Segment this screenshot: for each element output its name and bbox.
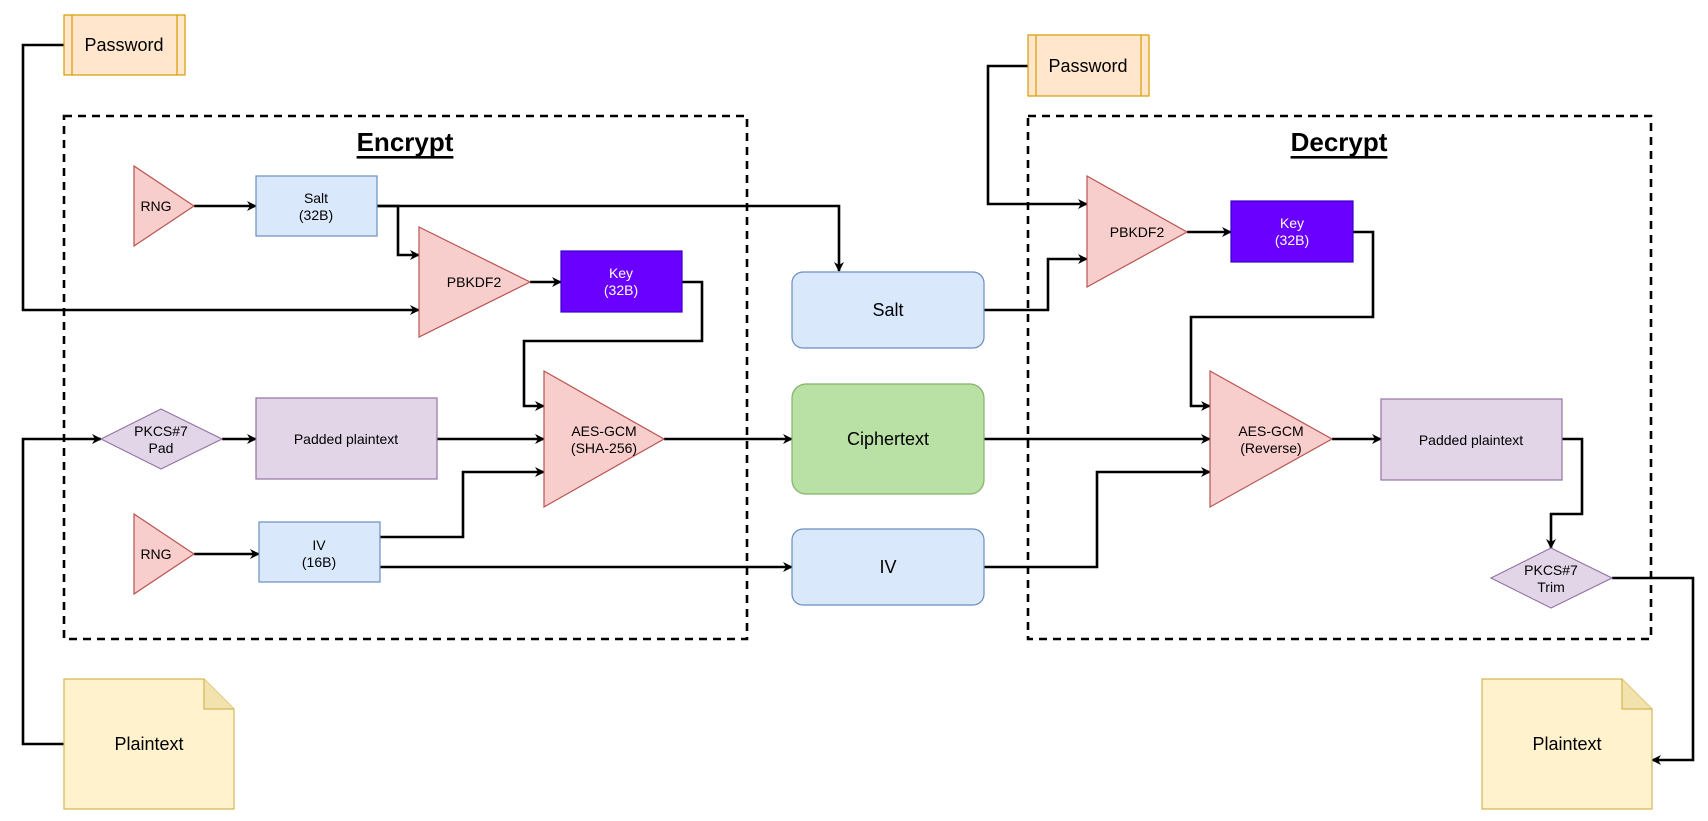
svg-text:(SHA-256): (SHA-256) — [571, 440, 637, 456]
iv-output-node: IV — [791, 528, 985, 606]
password-node-encrypt: Password — [63, 14, 186, 76]
key-node-decrypt: Key (32B) — [1230, 200, 1354, 263]
svg-text:Key: Key — [609, 265, 633, 281]
ciphertext-output-node: Ciphertext — [791, 383, 985, 495]
svg-text:PBKDF2: PBKDF2 — [447, 274, 502, 290]
svg-text:(16B): (16B) — [302, 554, 336, 570]
edge-key-to-aes — [522, 280, 704, 411]
decrypt-group — [1026, 114, 1653, 641]
svg-text:Pad: Pad — [149, 440, 174, 456]
edge-plaintext-to-pad — [21, 434, 102, 746]
edge-salt-to-output-salt — [377, 204, 844, 272]
edge-key-to-aes-decrypt — [1189, 230, 1375, 411]
pkcs7-pad-node: PKCS#7 Pad — [99, 408, 224, 470]
svg-text:Password: Password — [1048, 56, 1127, 76]
svg-text:(Reverse): (Reverse) — [1240, 440, 1301, 456]
svg-text:Padded plaintext: Padded plaintext — [1419, 432, 1523, 448]
password-node-decrypt: Password — [1027, 34, 1150, 97]
encrypt-title: Encrypt — [357, 127, 454, 157]
iv-node-encrypt: IV (16B) — [258, 521, 381, 583]
svg-text:RNG: RNG — [140, 546, 171, 562]
rng-node-iv: RNG — [133, 512, 196, 596]
svg-text:IV: IV — [879, 557, 896, 577]
decrypt-title: Decrypt — [1291, 127, 1388, 157]
svg-text:(32B): (32B) — [299, 207, 333, 223]
pbkdf2-node-encrypt: PBKDF2 — [418, 226, 532, 338]
svg-text:Key: Key — [1280, 215, 1304, 231]
svg-text:IV: IV — [312, 537, 326, 553]
svg-text:Padded plaintext: Padded plaintext — [294, 431, 398, 447]
padded-plaintext-node-encrypt: Padded plaintext — [255, 397, 438, 480]
svg-text:Salt: Salt — [304, 190, 328, 206]
edge-trim-to-plaintext — [1612, 576, 1695, 765]
encrypt-group — [62, 114, 749, 641]
edge-iv-to-aes — [380, 467, 545, 539]
svg-text:PKCS#7: PKCS#7 — [1524, 562, 1578, 578]
svg-text:PKCS#7: PKCS#7 — [134, 423, 188, 439]
svg-text:AES-GCM: AES-GCM — [571, 423, 636, 439]
edge-password-to-pbkdf2 — [21, 43, 420, 315]
edge-padded-to-trim — [1546, 437, 1584, 549]
svg-text:Plaintext: Plaintext — [1532, 734, 1601, 754]
edge-salt-to-pbkdf2 — [377, 204, 420, 260]
rng-node-salt: RNG — [133, 164, 196, 248]
svg-text:(32B): (32B) — [1275, 232, 1309, 248]
plaintext-note-decrypt: Plaintext — [1481, 678, 1653, 810]
padded-plaintext-node-decrypt: Padded plaintext — [1380, 398, 1563, 481]
edge-iv-to-aes-decrypt — [984, 467, 1211, 569]
pkcs7-trim-node: PKCS#7 Trim — [1489, 547, 1614, 609]
svg-text:Ciphertext: Ciphertext — [847, 429, 929, 449]
salt-output-node: Salt — [791, 271, 985, 349]
svg-text:RNG: RNG — [140, 198, 171, 214]
pbkdf2-node-decrypt: PBKDF2 — [1086, 174, 1189, 289]
svg-text:Salt: Salt — [872, 300, 903, 320]
svg-text:PBKDF2: PBKDF2 — [1110, 224, 1165, 240]
svg-text:Plaintext: Plaintext — [114, 734, 183, 754]
key-node-encrypt: Key (32B) — [560, 250, 683, 313]
aes-gcm-node-encrypt: AES-GCM (SHA-256) — [543, 369, 666, 509]
svg-text:(32B): (32B) — [604, 282, 638, 298]
svg-text:Trim: Trim — [1537, 579, 1564, 595]
svg-text:AES-GCM: AES-GCM — [1238, 423, 1303, 439]
edge-password2-to-pbkdf2 — [986, 64, 1088, 209]
plaintext-note-encrypt: Plaintext — [63, 678, 235, 810]
password-label: Password — [84, 35, 163, 55]
edge-salt-to-pbkdf2-decrypt — [984, 254, 1088, 312]
salt-node-encrypt: Salt (32B) — [255, 175, 378, 237]
aes-gcm-node-decrypt: AES-GCM (Reverse) — [1209, 369, 1334, 509]
